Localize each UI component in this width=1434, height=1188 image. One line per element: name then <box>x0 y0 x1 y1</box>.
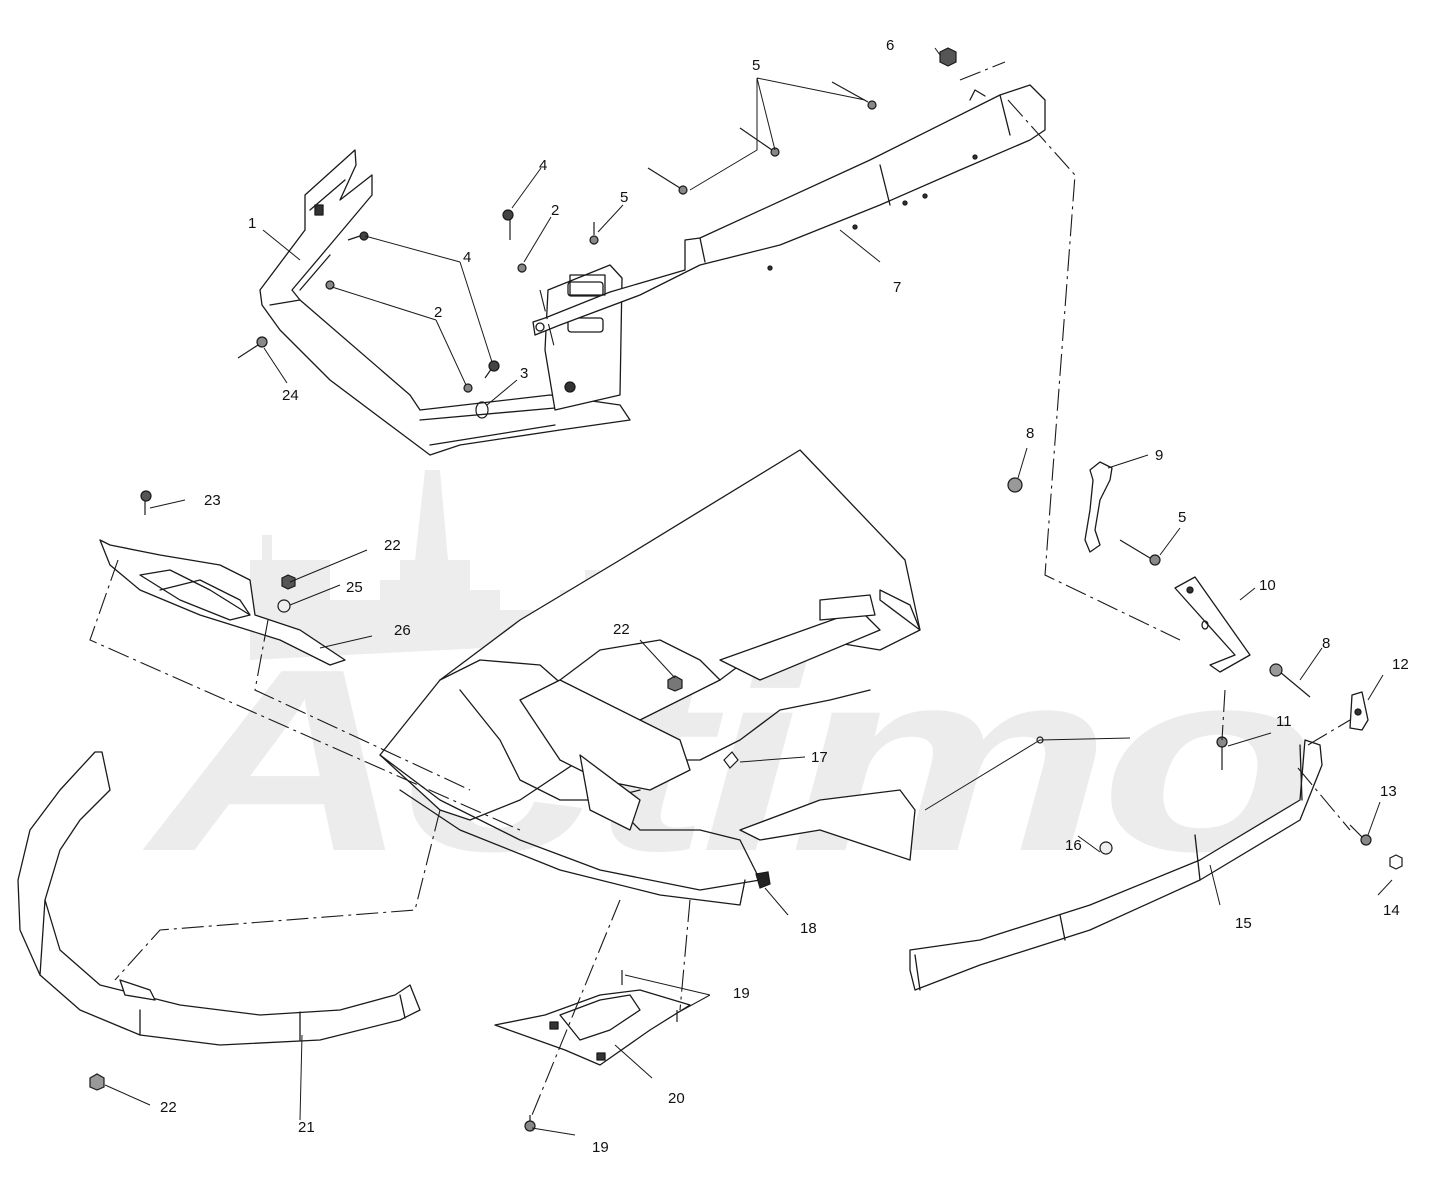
callout-2-left: 2 <box>434 304 442 321</box>
fastener-2c <box>463 383 473 393</box>
fastener-16 <box>1036 736 1113 855</box>
callout-5-mid: 5 <box>620 189 628 206</box>
part-1-left-bracket <box>259 149 631 456</box>
callout-labels: 6 5 4 2 5 1 4 7 2 3 24 8 9 23 5 22 25 10… <box>160 37 1409 1156</box>
callout-22-bottom: 22 <box>160 1099 177 1116</box>
fastener-4b <box>347 231 369 241</box>
callout-12: 12 <box>1392 656 1409 673</box>
part-9-strap <box>1084 461 1113 553</box>
fastener-2a <box>517 263 527 273</box>
fastener-24 <box>237 336 268 359</box>
fastener-23 <box>140 490 152 515</box>
callout-3: 3 <box>520 365 528 382</box>
fastener-2b <box>325 280 335 290</box>
part-20-skid-plate <box>494 989 691 1066</box>
callout-1: 1 <box>248 215 256 232</box>
fastener-5e <box>1119 539 1161 566</box>
part-7-top-rail <box>532 84 1046 336</box>
callout-18: 18 <box>800 920 817 937</box>
fastener-4a <box>502 209 514 240</box>
callout-26: 26 <box>394 622 411 639</box>
fastener-14 <box>1389 854 1403 870</box>
fastener-4c <box>484 360 500 379</box>
fastener-5c <box>647 167 688 195</box>
part-21-left-bumper <box>17 751 421 1046</box>
callout-22-left: 22 <box>384 537 401 554</box>
callout-10: 10 <box>1259 577 1276 594</box>
part-15-right-bumper <box>909 739 1323 991</box>
fastener-19a <box>621 970 678 1022</box>
callout-8-right: 8 <box>1322 635 1330 652</box>
callout-4-left: 4 <box>463 249 471 266</box>
leader-lines <box>104 47 1393 1136</box>
fastener-22a <box>281 574 296 590</box>
fastener-13 <box>1349 824 1372 846</box>
part-26-left-scoop <box>99 539 346 666</box>
callout-22-center: 22 <box>613 621 630 638</box>
fastener-3 <box>475 401 489 419</box>
callout-19-bottom: 19 <box>592 1139 609 1156</box>
callout-13: 13 <box>1380 783 1397 800</box>
assembly-lines <box>89 61 1351 1121</box>
callout-5-top: 5 <box>752 57 760 74</box>
callout-23: 23 <box>204 492 221 509</box>
callout-19-top: 19 <box>733 985 750 1002</box>
part-10-right-bracket <box>1174 576 1251 673</box>
fastener-8a <box>1007 477 1023 493</box>
callout-24: 24 <box>282 387 299 404</box>
callout-8-top: 8 <box>1026 425 1034 442</box>
fastener-17 <box>723 751 739 769</box>
fastener-6 <box>939 47 957 67</box>
callout-15: 15 <box>1235 915 1252 932</box>
callout-5-right: 5 <box>1178 509 1186 526</box>
callout-21: 21 <box>298 1119 315 1136</box>
callout-7: 7 <box>893 279 901 296</box>
fastener-25 <box>277 599 291 613</box>
fastener-22c <box>89 1073 105 1091</box>
callout-2-top: 2 <box>551 202 559 219</box>
fastener-22b <box>667 675 683 692</box>
fastener-5b <box>739 127 780 157</box>
fastener-5a <box>831 81 877 110</box>
fastener-8b <box>1269 663 1311 698</box>
fastener-5d <box>589 222 599 245</box>
callout-11: 11 <box>1276 713 1292 730</box>
part-12-clip <box>1349 691 1369 731</box>
callout-16: 16 <box>1065 837 1082 854</box>
callout-6: 6 <box>886 37 894 54</box>
callout-14: 14 <box>1383 902 1400 919</box>
fastener-18 <box>755 871 771 889</box>
callout-9: 9 <box>1155 447 1163 464</box>
callout-17: 17 <box>811 749 828 766</box>
callout-4-top: 4 <box>539 157 547 174</box>
central-hood-body <box>379 449 921 906</box>
callout-25: 25 <box>346 579 363 596</box>
callout-20: 20 <box>668 1090 685 1107</box>
